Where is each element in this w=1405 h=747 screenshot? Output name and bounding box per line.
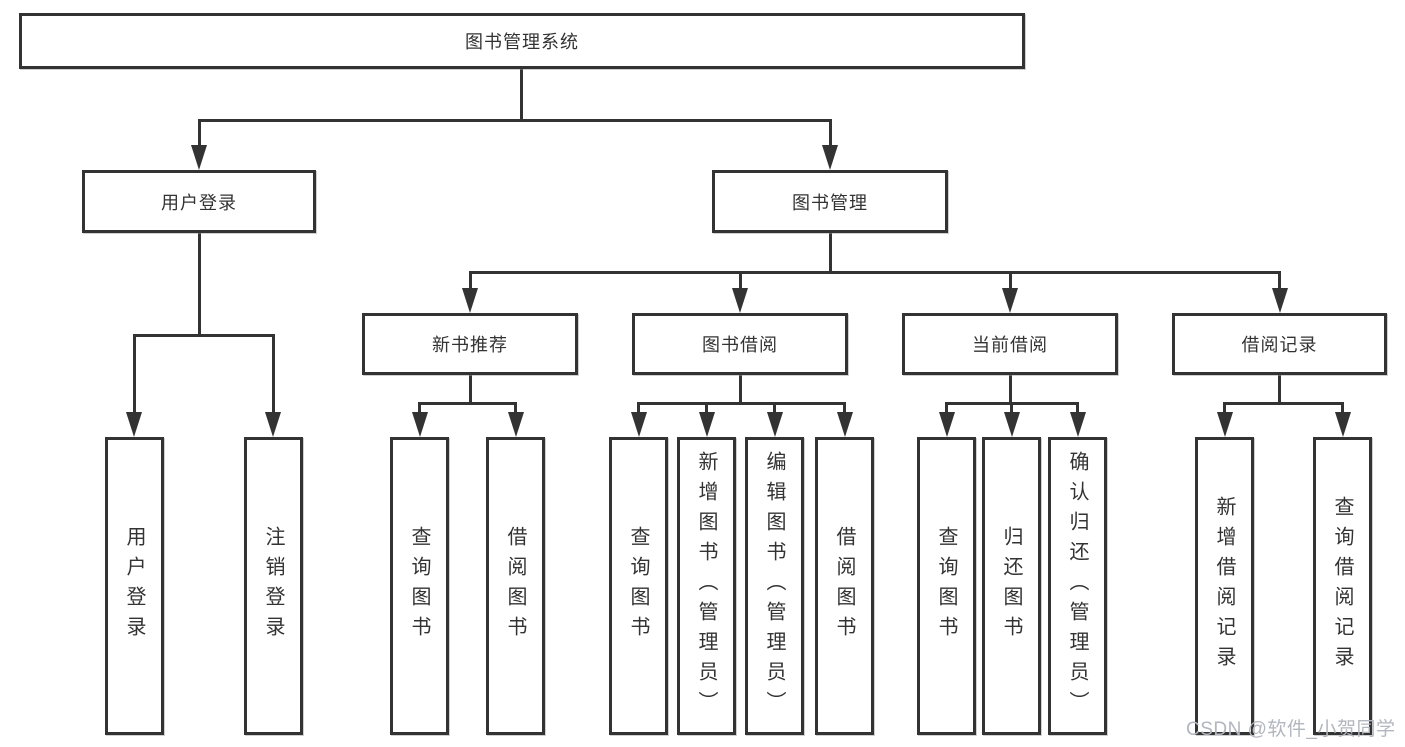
connector-line (418, 402, 517, 405)
arrow-down-icon (822, 145, 838, 170)
leaf-return-books: 归还图书 (982, 437, 1041, 735)
connector-line (198, 119, 832, 122)
leaf-borrow-books: 借阅图书 (815, 437, 874, 735)
connector-line (133, 334, 136, 415)
arrow-down-icon (126, 412, 142, 437)
arrow-down-icon (462, 288, 478, 313)
arrow-down-icon (1002, 288, 1018, 313)
leaf-query-borrow-record: 查询借阅记录 (1313, 437, 1372, 735)
node-new-book-recommendation: 新书推荐 (362, 313, 578, 375)
leaf-query-books-recommend: 查询图书 (390, 437, 449, 735)
connector-line (133, 334, 275, 337)
connector-line (1010, 402, 1013, 415)
leaf-query-books-current: 查询图书 (917, 437, 976, 735)
leaf-user-login: 用户登录 (105, 437, 164, 735)
connector-line (637, 402, 640, 415)
connector-line (469, 271, 1281, 274)
arrow-down-icon (837, 412, 853, 437)
connector-line (520, 69, 523, 122)
node-book-borrowing: 图书借阅 (632, 313, 848, 375)
csdn-watermark: CSDN @软件_小贺同学 (1186, 719, 1396, 740)
connector-line (1009, 375, 1012, 405)
leaf-logout: 注销登录 (244, 437, 303, 735)
connector-line (1223, 402, 1344, 405)
node-borrowing-records: 借阅记录 (1172, 313, 1387, 375)
connector-line (945, 402, 948, 415)
connector-line (198, 119, 201, 148)
leaf-borrow-books-recommend: 借阅图书 (486, 437, 545, 735)
arrow-down-icon (1070, 412, 1086, 437)
leaf-add-book-admin: 新增图书（管理员） (677, 437, 736, 735)
connector-line (1278, 375, 1281, 405)
connector-line (843, 402, 846, 415)
leaf-query-books-borrow: 查询图书 (609, 437, 668, 735)
connector-line (469, 375, 472, 405)
arrow-down-icon (1217, 412, 1233, 437)
arrow-down-icon (767, 412, 783, 437)
arrow-down-icon (631, 412, 647, 437)
connector-line (1009, 271, 1012, 291)
node-user-login: 用户登录 (82, 170, 316, 233)
arrow-down-icon (1004, 412, 1020, 437)
connector-line (272, 334, 275, 415)
connector-line (198, 233, 201, 337)
node-book-management: 图书管理 (712, 170, 948, 233)
connector-line (469, 271, 472, 291)
leaf-edit-book-admin: 编辑图书（管理员） (745, 437, 804, 735)
connector-line (418, 402, 421, 415)
node-current-borrowing: 当前借阅 (902, 313, 1118, 375)
leaf-confirm-return-admin: 确认归还（管理员） (1048, 437, 1107, 735)
connector-line (1076, 402, 1079, 415)
connector-line (773, 402, 776, 415)
connector-line (829, 233, 832, 274)
connector-line (1223, 402, 1226, 415)
connector-line (1278, 271, 1281, 291)
connector-line (705, 402, 708, 415)
connector-line (739, 375, 742, 405)
arrow-down-icon (412, 412, 428, 437)
leaf-add-borrow-record: 新增借阅记录 (1195, 437, 1254, 735)
arrow-down-icon (1335, 412, 1351, 437)
node-library-management-system: 图书管理系统 (19, 13, 1025, 69)
connector-line (514, 402, 517, 415)
arrow-down-icon (699, 412, 715, 437)
arrow-down-icon (1272, 288, 1288, 313)
connector-line (739, 271, 742, 291)
connector-line (829, 119, 832, 148)
arrow-down-icon (265, 412, 281, 437)
arrow-down-icon (191, 145, 207, 170)
arrow-down-icon (508, 412, 524, 437)
connector-line (1341, 402, 1344, 415)
connector-line (637, 402, 846, 405)
arrow-down-icon (939, 412, 955, 437)
arrow-down-icon (732, 288, 748, 313)
